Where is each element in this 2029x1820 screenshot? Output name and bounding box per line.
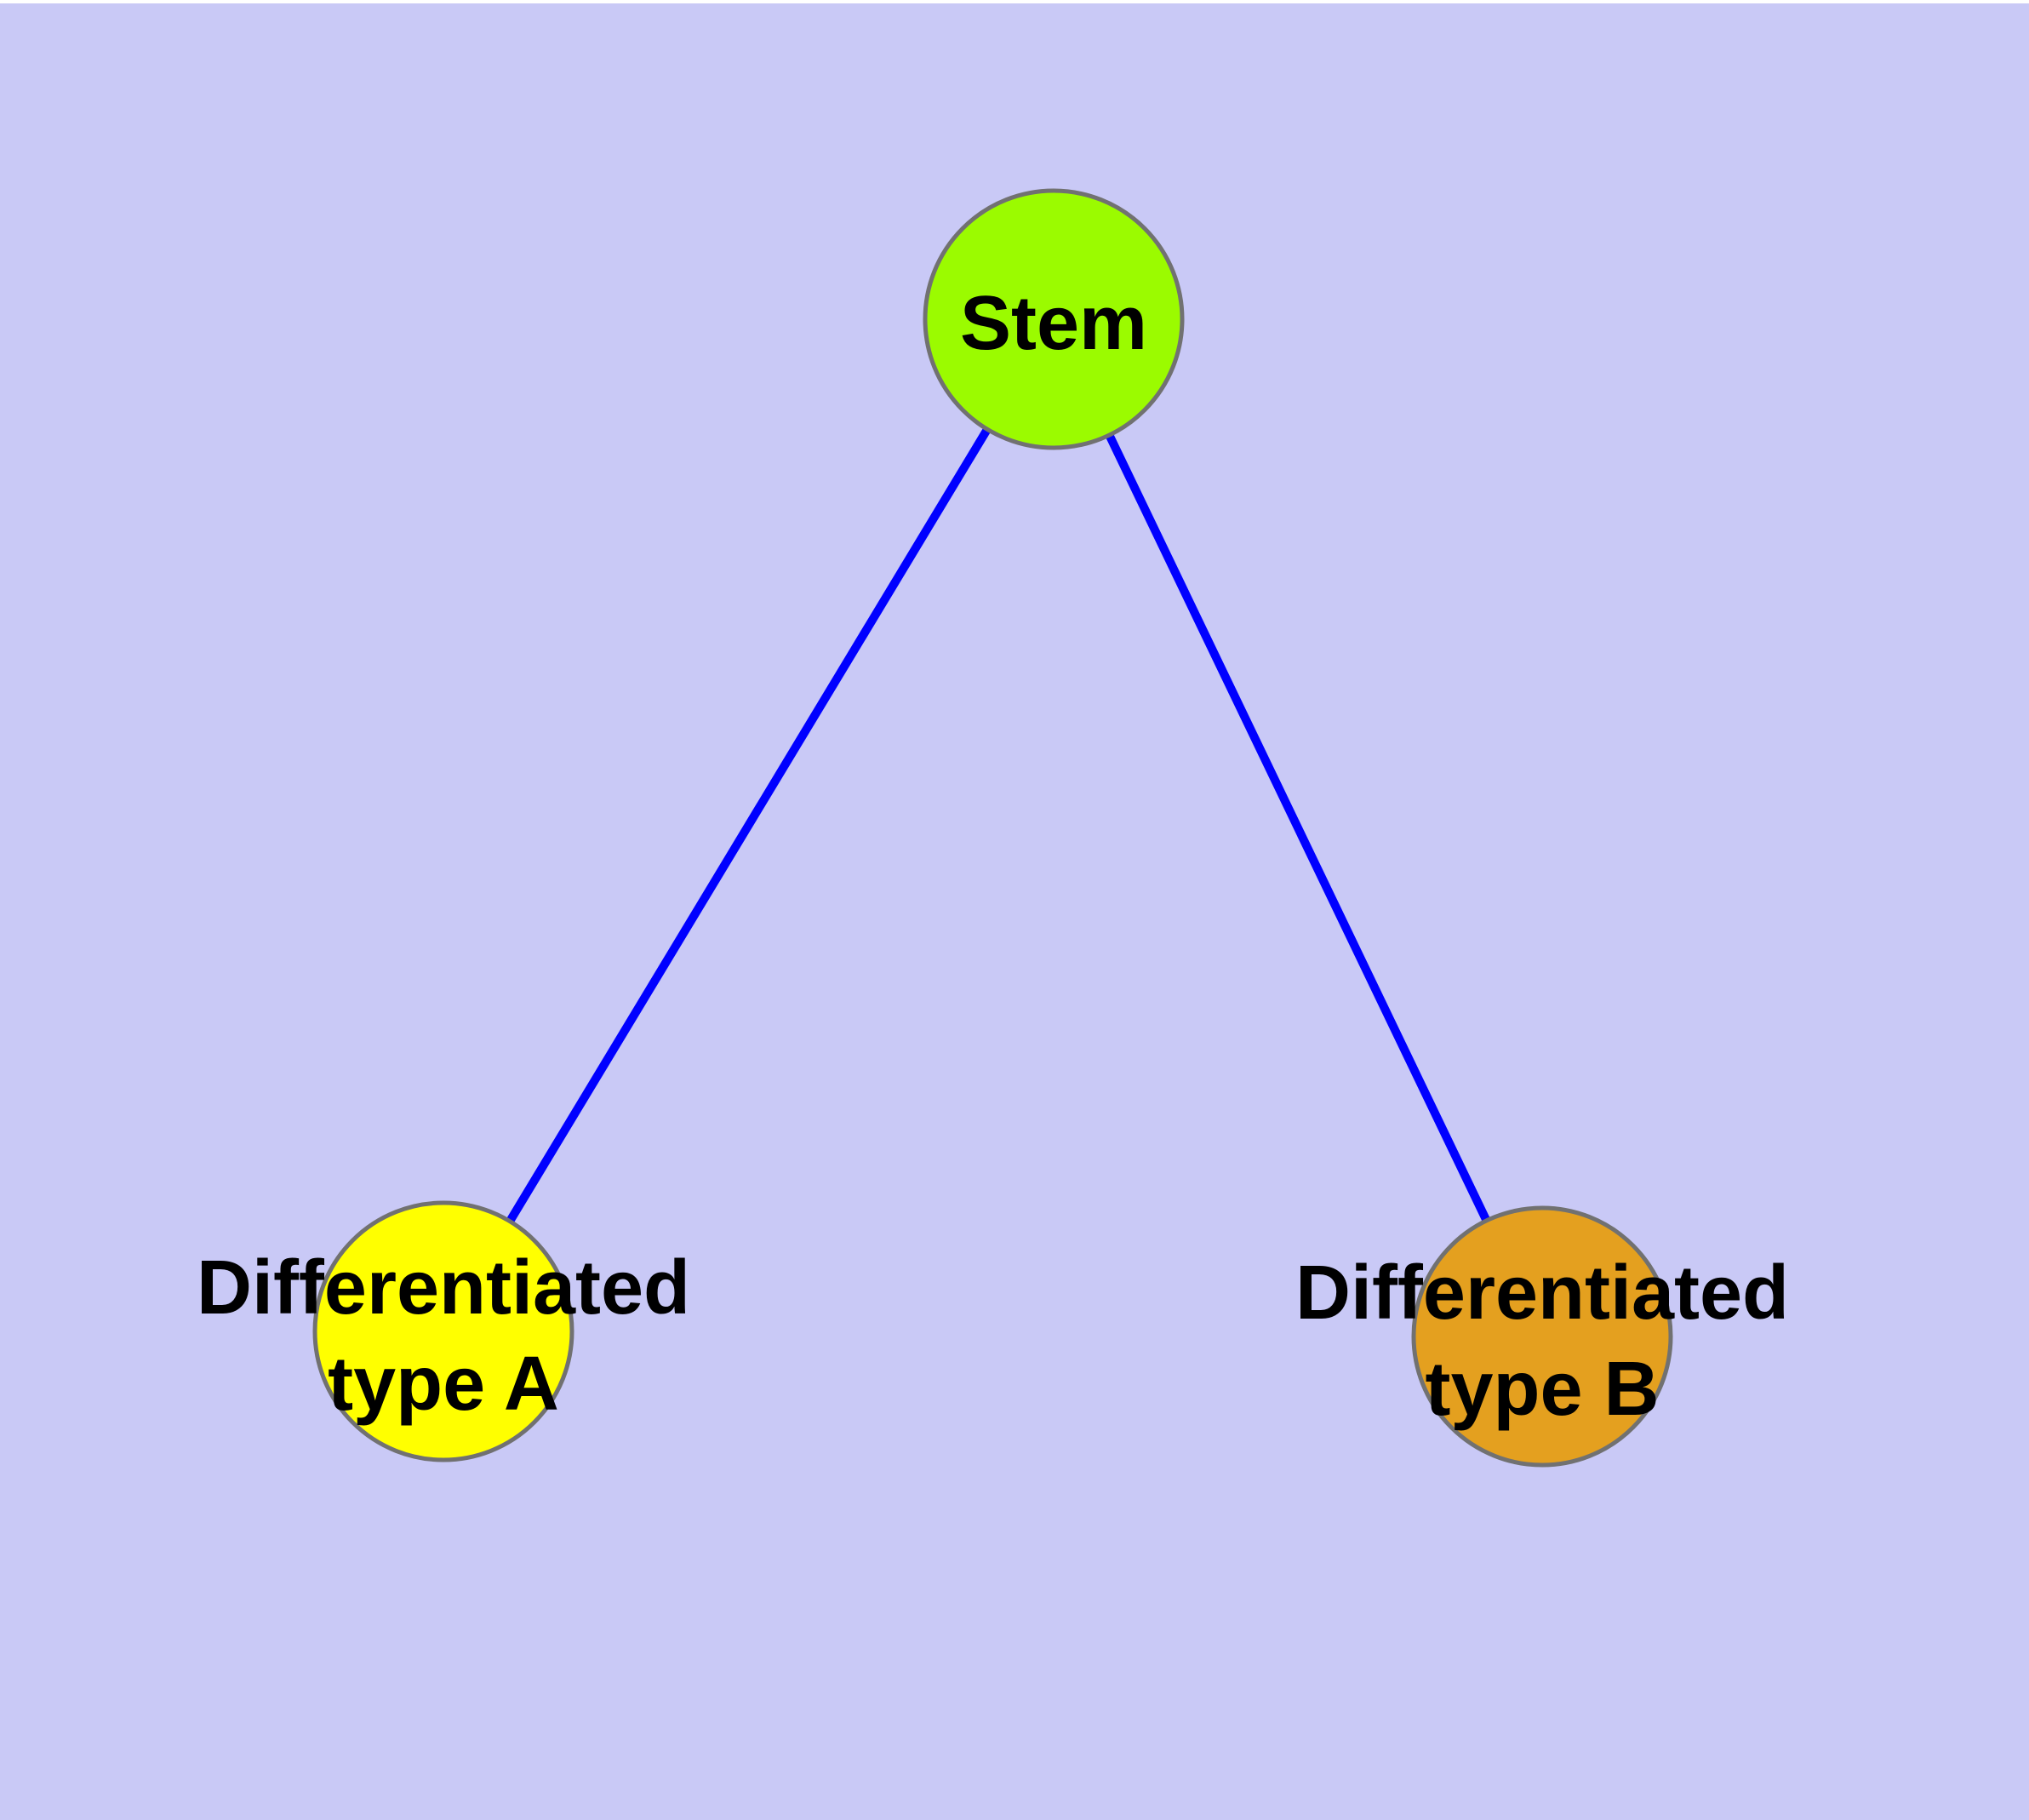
node-stem-label: Stem (960, 281, 1147, 366)
node-differentiated-type-b (1411, 1205, 1673, 1468)
edge-stem-to-type-b (1049, 317, 1546, 1339)
node-differentiated-type-a (312, 1200, 574, 1462)
node-type-a-label-line2: type A (328, 1342, 559, 1427)
node-type-b-label-line1: Differentiated (1295, 1251, 1789, 1336)
node-type-a-label-line1: Differentiated (197, 1245, 690, 1331)
node-type-b-label-line2: type B (1425, 1347, 1659, 1432)
edge-stem-to-type-a (439, 317, 1058, 1334)
node-stem (923, 188, 1185, 450)
